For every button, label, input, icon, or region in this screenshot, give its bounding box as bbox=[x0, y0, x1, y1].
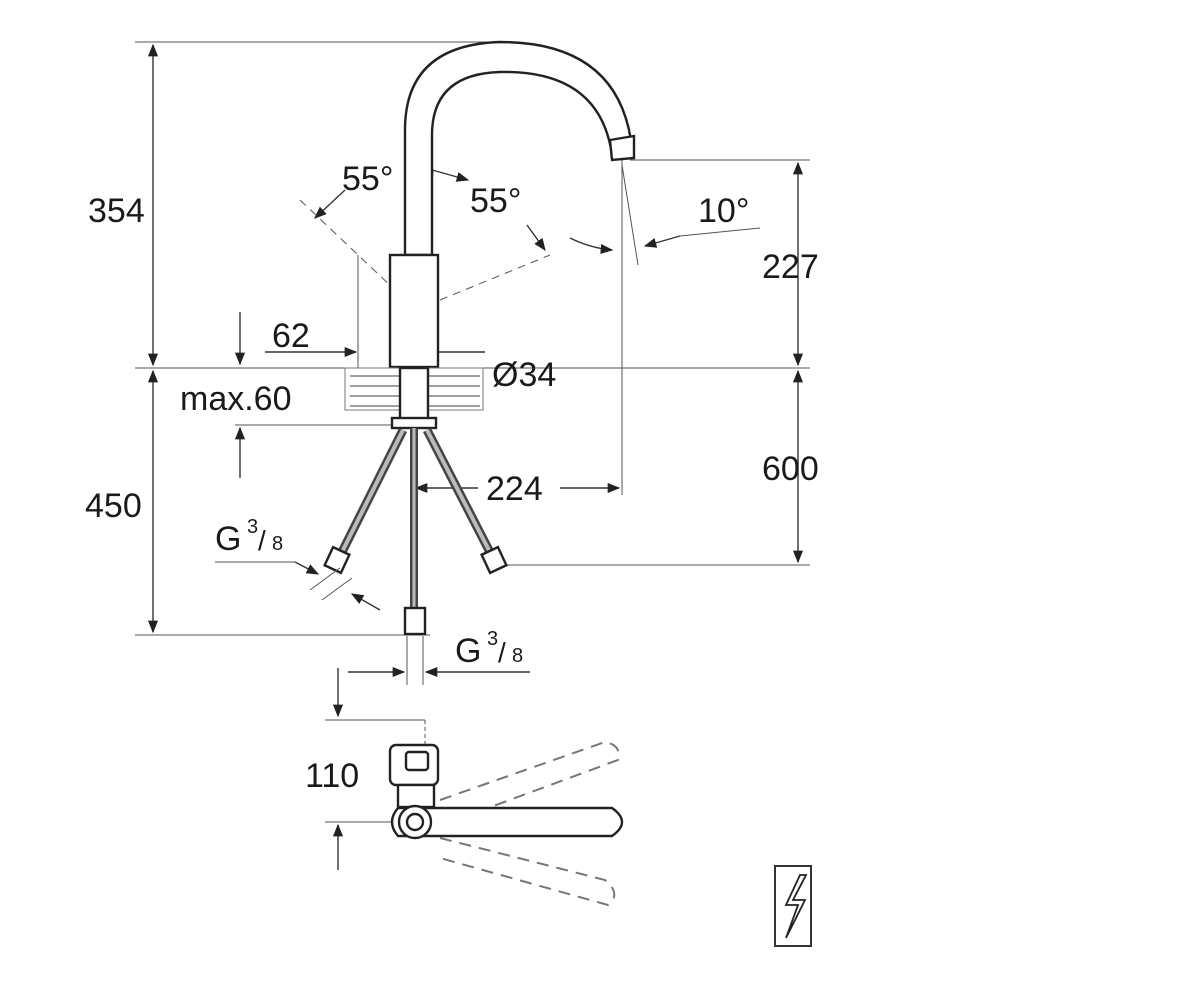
dimension-labels: 354 450 227 600 62 Ø34 max.60 224 110 55… bbox=[85, 160, 819, 795]
label-110: 110 bbox=[305, 757, 359, 795]
lever-top-view bbox=[325, 668, 624, 907]
svg-text:/: / bbox=[258, 525, 266, 556]
svg-text:G: G bbox=[215, 520, 241, 558]
label-227: 227 bbox=[762, 248, 819, 286]
svg-text:G: G bbox=[455, 632, 481, 670]
connection-left-leader bbox=[215, 561, 381, 611]
label-224: 224 bbox=[486, 470, 543, 508]
svg-text:/: / bbox=[498, 637, 506, 668]
label-10: 10° bbox=[698, 192, 749, 230]
label-55-left: 55° bbox=[342, 160, 393, 198]
label-354: 354 bbox=[88, 192, 145, 230]
svg-text:3: 3 bbox=[247, 516, 258, 538]
svg-text:8: 8 bbox=[512, 645, 523, 667]
faucet bbox=[323, 40, 636, 636]
dimension-62 bbox=[265, 255, 359, 368]
angle-10 bbox=[569, 164, 761, 266]
label-d34: Ø34 bbox=[492, 356, 556, 394]
lightning-symbol-icon bbox=[774, 865, 812, 947]
label-max60: max.60 bbox=[180, 380, 292, 418]
label-600: 600 bbox=[762, 450, 819, 488]
svg-text:8: 8 bbox=[272, 533, 283, 555]
connection-bottom-leader bbox=[348, 636, 530, 685]
label-450: 450 bbox=[85, 487, 142, 525]
label-55-right: 55° bbox=[470, 182, 521, 220]
reference-lines bbox=[135, 41, 810, 636]
label-62: 62 bbox=[272, 317, 310, 355]
connection-bottom-label: G 3 / 8 bbox=[455, 628, 523, 670]
connection-left-label: G 3 / 8 bbox=[215, 516, 283, 558]
svg-text:3: 3 bbox=[487, 628, 498, 650]
